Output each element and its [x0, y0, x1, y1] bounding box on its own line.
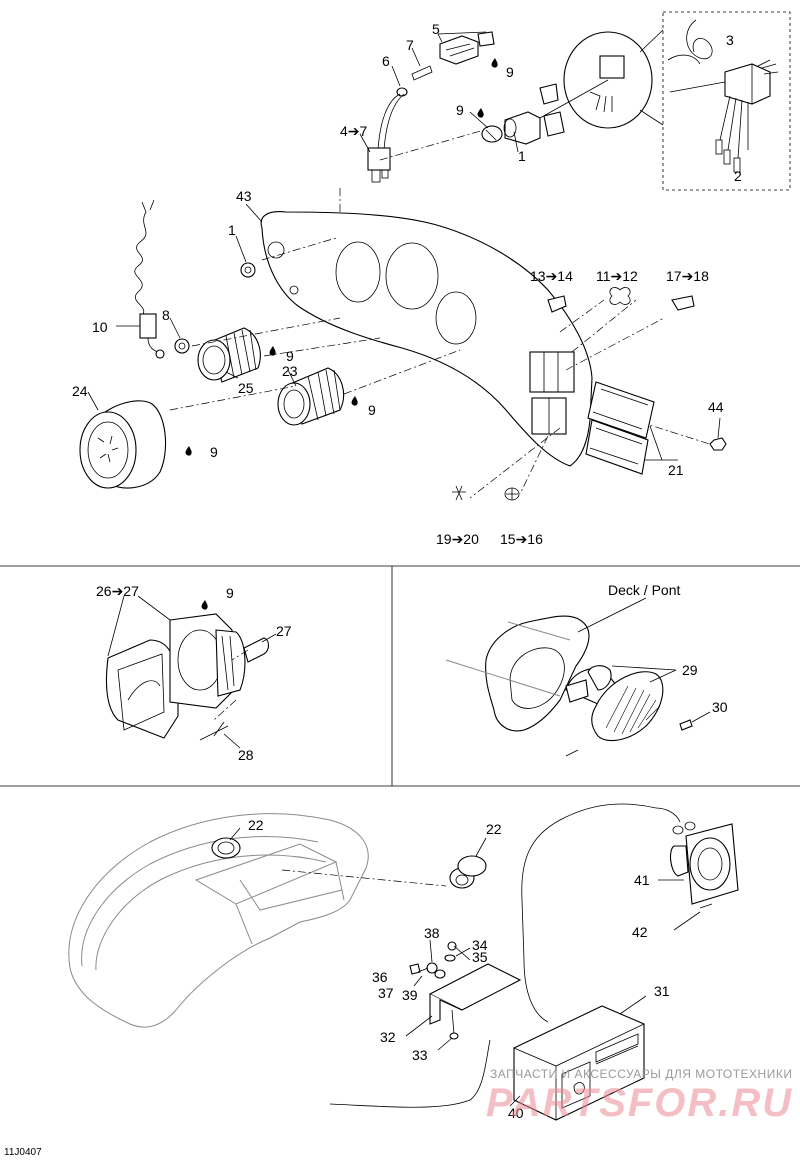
- label-34: 34: [472, 937, 488, 953]
- label-29: 29: [682, 662, 698, 678]
- label-8: 8: [162, 307, 170, 323]
- switch-caps: [452, 287, 727, 501]
- label-9: 9: [286, 348, 294, 364]
- label-6: 6: [382, 53, 390, 69]
- drop-icon: [201, 600, 208, 610]
- label-32: 32: [380, 1029, 396, 1045]
- inset-key-switch: [563, 19, 779, 173]
- label-9: 9: [456, 102, 464, 118]
- label-30: 30: [712, 699, 728, 715]
- label-9: 9: [368, 402, 376, 418]
- console-assembly: [68, 803, 739, 1121]
- gauges: [79, 129, 717, 499]
- label-17-18: 17➔18: [666, 268, 709, 284]
- drop-icon: [491, 58, 498, 68]
- label-43: 43: [236, 188, 252, 204]
- label-31: 31: [654, 983, 670, 999]
- drop-icon: [477, 108, 484, 118]
- label-15-16: 15➔16: [500, 531, 543, 547]
- label-37: 37: [378, 985, 394, 1001]
- label-27: 27: [276, 623, 292, 639]
- label-24: 24: [72, 383, 88, 399]
- label-41: 41: [634, 872, 650, 888]
- label-1: 1: [518, 148, 526, 164]
- label-36: 36: [372, 969, 388, 985]
- label-26-27: 26➔27: [96, 583, 139, 599]
- label-25: 25: [238, 380, 254, 396]
- label-23: 23: [282, 363, 298, 379]
- label-9: 9: [226, 585, 234, 601]
- drawing-code: 11J0407: [4, 1147, 42, 1158]
- label-13-14: 13➔14: [530, 268, 573, 284]
- label-7: 7: [406, 37, 414, 53]
- drop-symbols: [185, 58, 498, 610]
- gauge-housing: [105, 613, 270, 741]
- watermark-tagline: ЗАПЧАСТИ И АКСЕССУАРЫ ДЛЯ МОТОТЕХНИКИ: [490, 1067, 792, 1081]
- watermark: ЗАПЧАСТИ И АКСЕССУАРЫ ДЛЯ МОТОТЕХНИКИ PA…: [486, 1067, 793, 1125]
- label-35: 35: [472, 949, 488, 965]
- label-40: 40: [508, 1105, 524, 1121]
- label-19-20: 19➔20: [436, 531, 479, 547]
- deck-label: Deck / Pont: [608, 582, 680, 598]
- label-2: 2: [734, 168, 742, 184]
- label-11-12: 11➔12: [596, 268, 638, 284]
- label-10: 10: [92, 319, 108, 335]
- dashboard-panel: [260, 211, 593, 467]
- label-33: 33: [412, 1047, 428, 1063]
- leader-lines: [87, 31, 721, 1107]
- horn-assembly: [445, 615, 693, 757]
- label-4-7: 4➔7: [340, 123, 368, 139]
- label-9: 9: [210, 444, 218, 460]
- drop-icon: [269, 346, 276, 356]
- label-38: 38: [424, 925, 440, 941]
- label-22: 22: [486, 821, 502, 837]
- label-3: 3: [726, 32, 734, 48]
- label-5: 5: [432, 21, 440, 37]
- label-28: 28: [238, 747, 254, 763]
- label-21: 21: [668, 462, 684, 478]
- label-9: 9: [506, 64, 514, 80]
- label-39: 39: [402, 987, 418, 1003]
- label-22: 22: [248, 817, 264, 833]
- drop-icon: [351, 396, 358, 406]
- drop-icon: [185, 446, 192, 456]
- label-1: 1: [228, 222, 236, 238]
- ignition-assembly: [339, 31, 609, 212]
- part-labels: 5 7 6 9 9 4➔7 1 3 2 43 1 13➔14 11➔12 17➔…: [4, 21, 742, 1158]
- panel-frames: [0, 11, 800, 787]
- label-42: 42: [632, 924, 648, 940]
- label-44: 44: [708, 399, 724, 415]
- watermark-logo: PARTSFOR.RU: [486, 1081, 793, 1125]
